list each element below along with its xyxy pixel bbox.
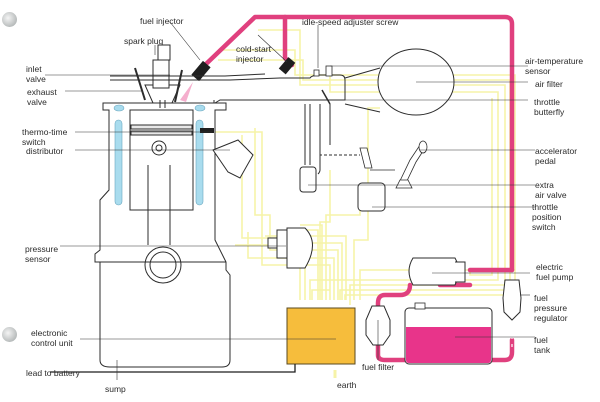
label-thermo-time-switch: thermo-time switch — [22, 127, 68, 147]
label-electric-fuel-pump: electric fuel pump — [536, 262, 574, 282]
wiring-harness — [212, 29, 516, 378]
fuel-pressure-regulator-body — [502, 279, 522, 321]
label-throttle-butterfly: throttle butterfly — [534, 97, 565, 117]
pressure-sensor-body — [267, 227, 313, 269]
fuel-spray — [180, 82, 193, 102]
label-inlet-valve: inlet valve — [26, 64, 46, 84]
label-electronic-control-unit: electronic control unit — [31, 328, 73, 348]
label-cold-start-injector: cold-start injector — [236, 44, 271, 64]
battery-lead — [50, 364, 296, 373]
label-fuel-tank: fuel tank — [534, 335, 551, 355]
label-earth: earth — [337, 380, 357, 390]
binder-hole-top — [2, 12, 17, 27]
label-air-filter: air filter — [535, 79, 563, 89]
label-pressure-sensor: pressure sensor — [25, 244, 59, 264]
label-lead-to-battery: lead to battery — [26, 368, 80, 378]
distributor-body — [212, 139, 254, 179]
throttle-position-switch-body — [357, 182, 386, 212]
label-exhaust-valve: exhaust valve — [27, 87, 57, 107]
leader-lines — [45, 21, 535, 380]
label-accelerator-pedal: accelerator pedal — [535, 146, 578, 166]
label-distributor: distributor — [26, 146, 64, 156]
air-temperature-sensor — [313, 65, 333, 77]
binder-hole-bottom — [2, 327, 17, 342]
accelerator-linkage — [359, 140, 428, 189]
cold-start-injector-body — [278, 57, 296, 75]
fuel-lines — [202, 14, 515, 363]
label-idle-speed-adjuster-screw: idle-speed adjuster screw — [302, 17, 399, 27]
label-extra-air-valve: extra air valve — [535, 180, 567, 200]
label-air-temperature-sensor: air-temperature sensor — [525, 56, 584, 76]
label-fuel-pressure-regulator: fuel pressure regulator — [534, 293, 568, 323]
thermo-time-switch-body — [200, 128, 214, 133]
label-sump: sump — [105, 384, 126, 394]
label-fuel-injector: fuel injector — [140, 16, 184, 26]
ecu-box — [286, 307, 356, 365]
electric-fuel-pump-body — [408, 257, 466, 286]
cylinder-head — [134, 44, 183, 108]
extra-air-valve-body — [299, 166, 317, 193]
fuel-tank-body — [404, 302, 493, 365]
label-throttle-position-switch: throttle position switch — [532, 202, 562, 232]
label-fuel-filter: fuel filter — [362, 362, 395, 372]
coolant-passages — [113, 104, 206, 206]
label-spark-plug: spark plug — [124, 36, 164, 46]
